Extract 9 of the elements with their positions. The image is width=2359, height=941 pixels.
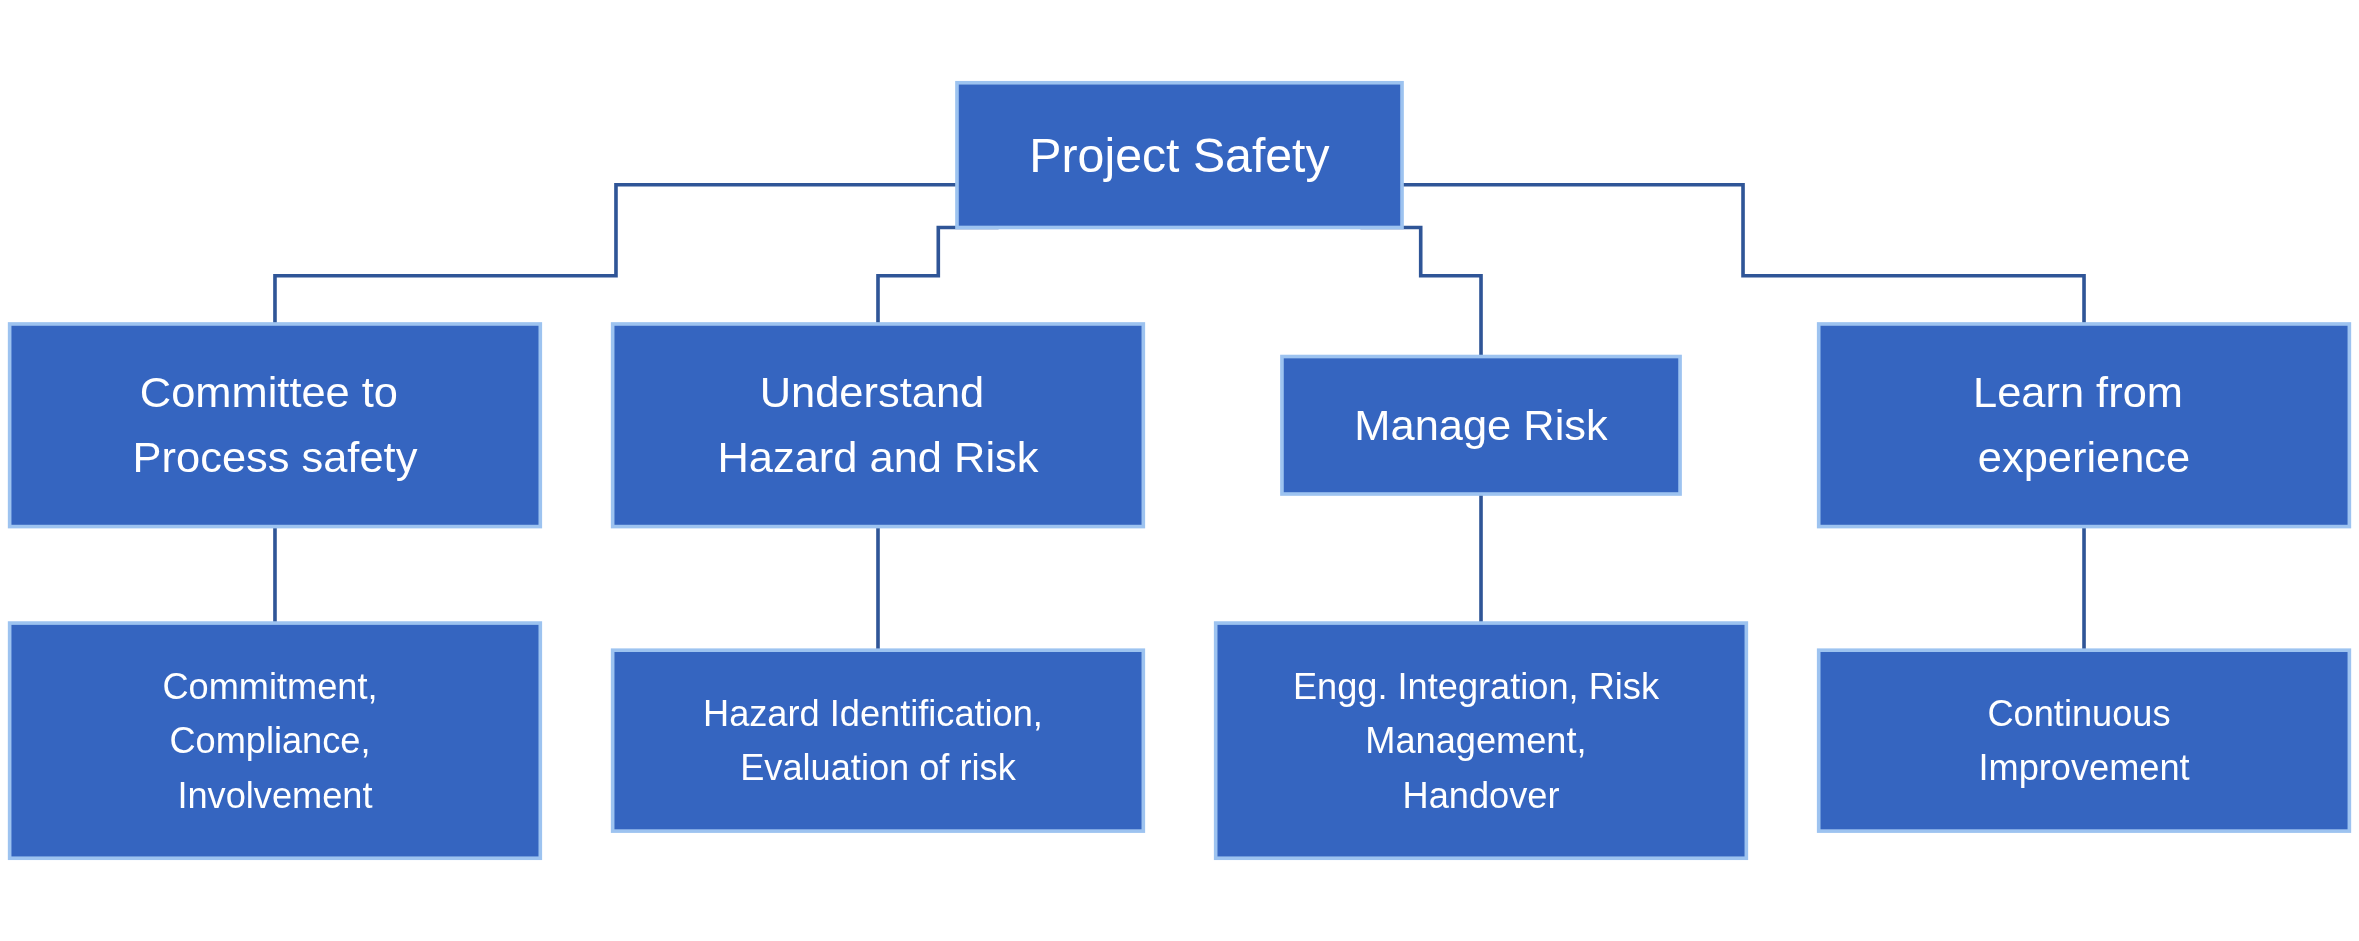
node-box: Hazard Identification, Evaluation of risk (610, 648, 1146, 833)
node-box: Manage Risk (1280, 354, 1682, 496)
node-box: Engg. Integration, Risk Management, Handover (1213, 621, 1749, 861)
node-box: Learn from experience (1816, 322, 2352, 529)
node-box: Committee to Process safety (7, 322, 543, 529)
node-box: Commitment, Compliance, Involvement (7, 621, 543, 861)
node-box: Project Safety (955, 80, 1404, 230)
node-box: Understand Hazard and Risk (610, 322, 1146, 529)
node-box: Continuous Improvement (1816, 648, 2352, 833)
